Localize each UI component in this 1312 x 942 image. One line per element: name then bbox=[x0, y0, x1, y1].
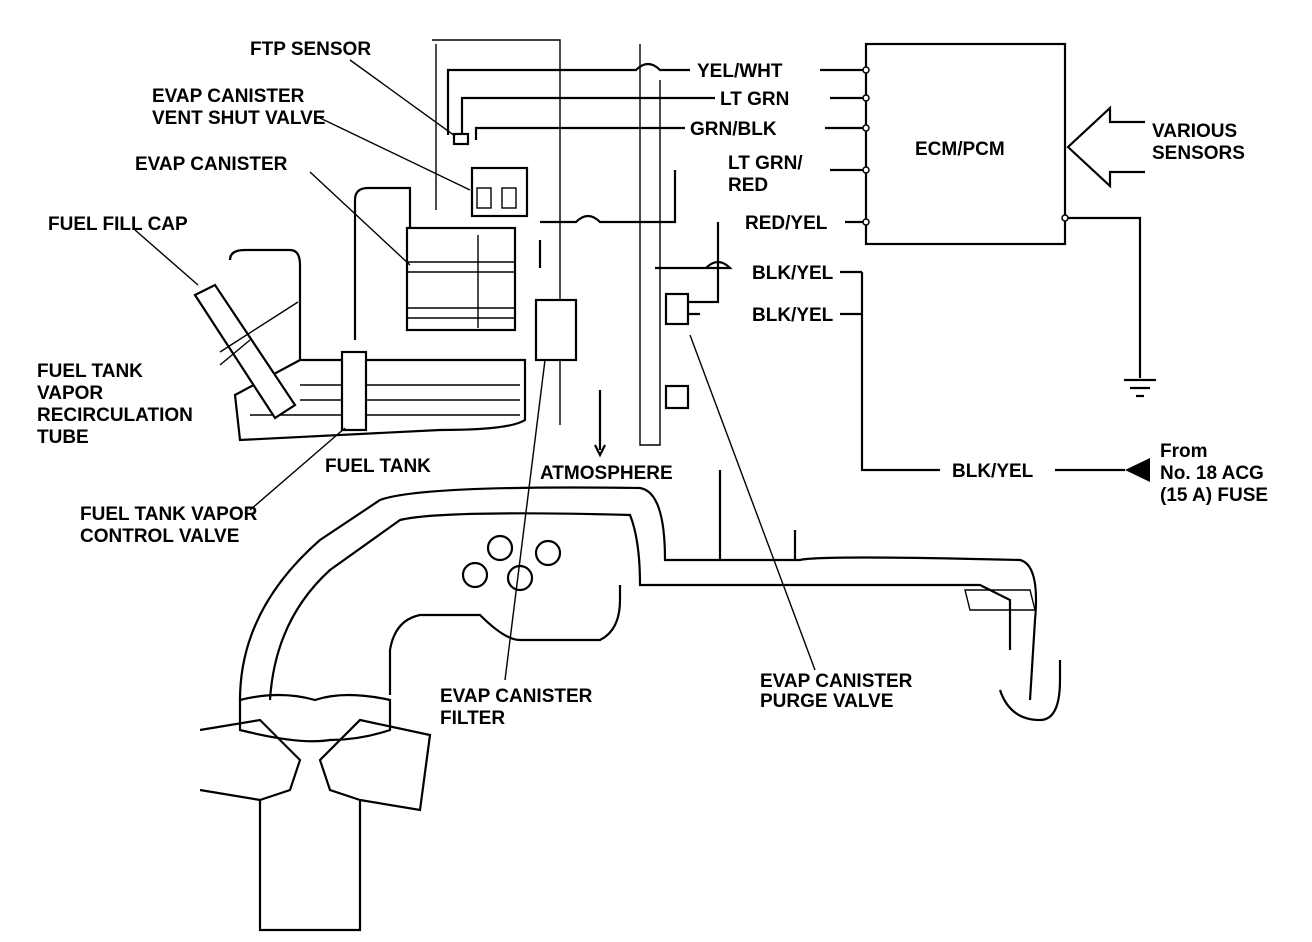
wire-grn-blk: GRN/BLK bbox=[690, 119, 777, 140]
recirc-tube-label-3: RECIRCULATION bbox=[37, 405, 193, 426]
ecm-label: ECM/PCM bbox=[915, 139, 1005, 160]
ftp-sensor-label: FTP SENSOR bbox=[250, 39, 371, 60]
fuse-arrow-icon bbox=[1125, 458, 1150, 482]
wire-red-yel: RED/YEL bbox=[745, 213, 828, 234]
wire-yel-wht: YEL/WHT bbox=[697, 61, 783, 82]
wire-blk-yel-3: BLK/YEL bbox=[952, 461, 1034, 482]
fuel-tank-label: FUEL TANK bbox=[325, 456, 431, 477]
vent-shut-valve-label-2: VENT SHUT VALVE bbox=[152, 108, 325, 129]
fuel-tank-vapor-control-valve bbox=[340, 350, 368, 432]
vapor-recirculation-tube bbox=[228, 186, 412, 360]
various-sensors-label-2: SENSORS bbox=[1152, 143, 1245, 164]
fuse-label-1: From bbox=[1160, 441, 1208, 462]
fuel-filler-neck bbox=[193, 283, 297, 420]
recirc-tube-label-4: TUBE bbox=[37, 427, 89, 448]
fuse-label-2: No. 18 ACG bbox=[1160, 463, 1264, 484]
sensor-input-arrow bbox=[1066, 105, 1145, 189]
wire-blk-yel-1: BLK/YEL bbox=[752, 263, 834, 284]
evap-canister-label: EVAP CANISTER bbox=[135, 154, 288, 175]
purge-valve bbox=[664, 292, 690, 326]
various-sensors-label: VARIOUS bbox=[1152, 121, 1237, 142]
evap-canister bbox=[405, 226, 517, 332]
atmosphere-arrow bbox=[594, 390, 606, 458]
wire-lt-grn-red: LT GRN/ bbox=[728, 153, 803, 174]
ftp-sensor bbox=[452, 132, 470, 146]
recirc-tube-label-1: FUEL TANK bbox=[37, 361, 143, 382]
ecm-pcm-box bbox=[864, 42, 1067, 246]
wire-lt-grn: LT GRN bbox=[720, 89, 789, 110]
ground-icon bbox=[1065, 216, 1156, 398]
purge-valve-label-2: PURGE VALVE bbox=[760, 691, 893, 712]
purge-valve-label: EVAP CANISTER bbox=[760, 671, 913, 692]
vent-shut-valve-label: EVAP CANISTER bbox=[152, 86, 305, 107]
leader-lines bbox=[134, 59, 816, 681]
atmosphere-label: ATMOSPHERE bbox=[540, 463, 673, 484]
vapor-control-valve-label: FUEL TANK VAPOR bbox=[80, 504, 258, 525]
vent-shut-valve bbox=[470, 166, 529, 218]
wire-labels: YEL/WHT LT GRN GRN/BLK LT GRN/ RED RED/Y… bbox=[690, 61, 1034, 482]
wire-blk-yel-2: BLK/YEL bbox=[752, 305, 834, 326]
canister-filter bbox=[534, 298, 578, 362]
fuse-label-3: (15 A) FUSE bbox=[1160, 485, 1268, 506]
vapor-control-valve-label-2: CONTROL VALVE bbox=[80, 526, 239, 547]
fuel-fill-cap-label: FUEL FILL CAP bbox=[48, 214, 188, 235]
wire-lt-grn-red-2: RED bbox=[728, 175, 768, 196]
canister-filter-label: EVAP CANISTER bbox=[440, 686, 593, 707]
intake-manifold bbox=[199, 470, 1062, 932]
connector-dots bbox=[862, 66, 1069, 226]
canister-filter-label-2: FILTER bbox=[440, 708, 505, 729]
recirc-tube-label-2: VAPOR bbox=[37, 383, 103, 404]
